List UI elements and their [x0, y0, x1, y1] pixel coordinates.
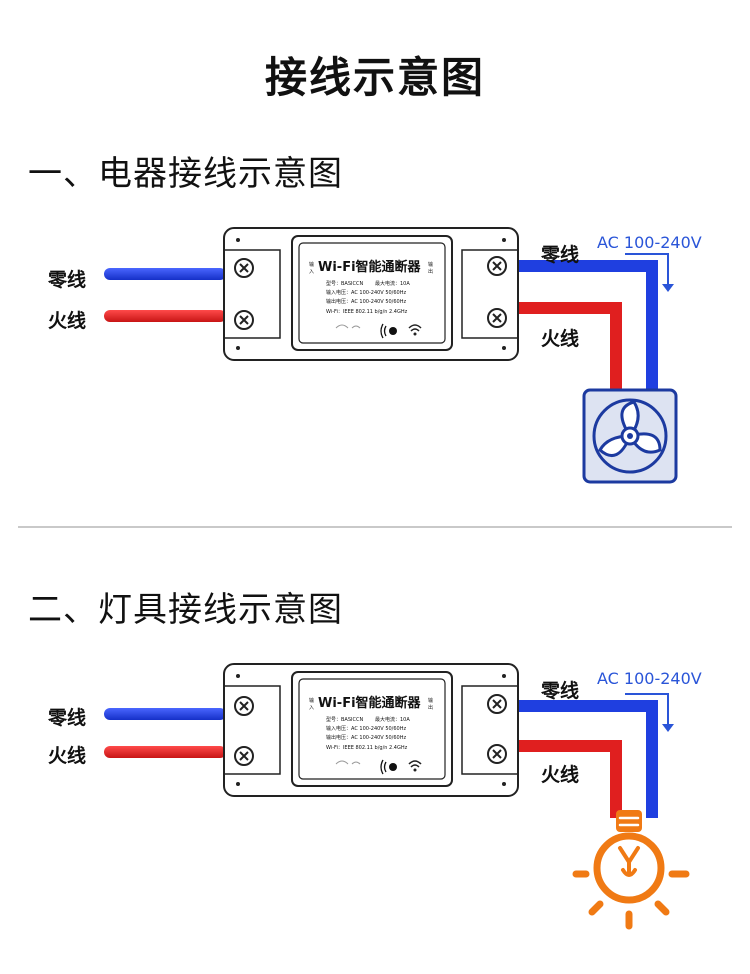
light-bulb-icon [572, 810, 690, 930]
label-right-live: 火线 [541, 764, 580, 786]
lamp-wiring-diagram [104, 663, 674, 818]
section-heading-appliance: 一、电器接线示意图 [28, 154, 343, 194]
label-right-live: 火线 [541, 328, 580, 350]
ac-arrow [625, 693, 669, 726]
device-side-output: 输出 [428, 698, 434, 711]
section-heading-lamp: 二、灯具接线示意图 [28, 590, 343, 630]
screw-icon [234, 746, 254, 766]
ac-voltage-label: AC 100-240V [597, 669, 702, 688]
right-live-wire [515, 740, 622, 818]
device-spec-model: 型号：BASICCN [326, 717, 364, 723]
screw-icon [487, 308, 507, 328]
device-side-input: 输入 [309, 698, 315, 711]
device-spec-input: 输入电压：AC 100-240V 50/60Hz [326, 726, 407, 732]
fan-icon [582, 388, 678, 484]
device-spec-current: 最大电流：10A [375, 717, 410, 723]
smart-switch-device [223, 663, 519, 797]
appliance-wiring-diagram [104, 227, 674, 398]
left-live-wire [104, 310, 226, 322]
label-right-neutral: 零线 [541, 244, 580, 266]
label-left-neutral: 零线 [48, 707, 87, 729]
device-spec-output: 输出电压：AC 100-240V 50/60Hz [326, 735, 407, 741]
device-spec-model: 型号：BASICCN [326, 281, 364, 287]
device-name: Wi-Fi智能通断器 [318, 696, 421, 711]
device-name: Wi-Fi智能通断器 [318, 260, 421, 275]
ac-voltage-label: AC 100-240V [597, 233, 702, 252]
pairing-button-icon [380, 759, 397, 775]
device-spec-wifi: Wi-Fi：IEEE 802.11 b/g/n 2.4GHz [326, 309, 408, 315]
device-spec-wifi: Wi-Fi：IEEE 802.11 b/g/n 2.4GHz [326, 745, 408, 751]
pairing-button-icon [380, 323, 397, 339]
left-neutral-wire [104, 708, 226, 720]
wifi-icon [408, 324, 422, 336]
screw-icon [234, 258, 254, 278]
device-side-output: 输出 [428, 262, 434, 275]
smart-switch-device [223, 227, 519, 361]
wifi-icon [408, 760, 422, 772]
status-led-icon [335, 760, 361, 765]
label-left-live: 火线 [48, 310, 87, 332]
right-live-wire [515, 302, 622, 398]
label-left-neutral: 零线 [48, 269, 87, 291]
left-neutral-wire [104, 268, 226, 280]
screw-icon [487, 744, 507, 764]
device-side-input: 输入 [309, 262, 315, 275]
right-neutral-wire [515, 700, 658, 818]
label-right-neutral: 零线 [541, 680, 580, 702]
ac-arrow-head [662, 724, 674, 732]
device-spec-current: 最大电流：10A [375, 281, 410, 287]
screw-icon [487, 694, 507, 714]
right-neutral-wire [515, 260, 658, 398]
ac-arrow [625, 253, 669, 286]
status-led-icon [335, 324, 361, 329]
ac-arrow-head [662, 284, 674, 292]
device-spec-output: 输出电压：AC 100-240V 50/60Hz [326, 299, 407, 305]
device-spec-input: 输入电压：AC 100-240V 50/60Hz [326, 290, 407, 296]
screw-icon [487, 256, 507, 276]
section-divider [18, 526, 732, 528]
screw-icon [234, 310, 254, 330]
page-title: 接线示意图 [264, 53, 485, 102]
left-live-wire [104, 746, 226, 758]
screw-icon [234, 696, 254, 716]
label-left-live: 火线 [48, 745, 87, 767]
